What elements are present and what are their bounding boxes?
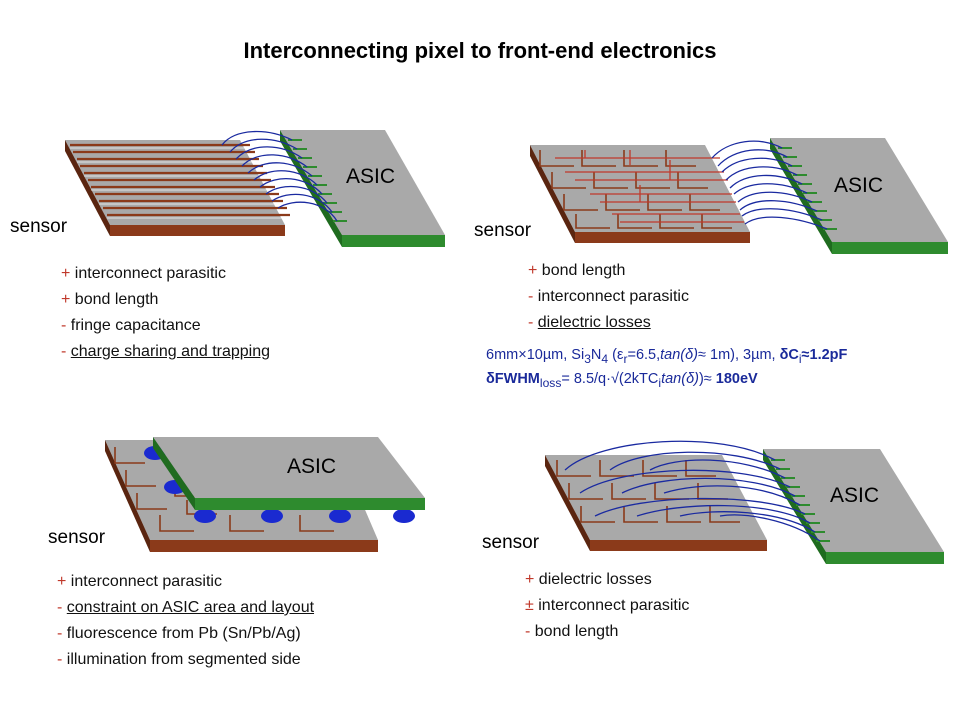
top-right-sensor-label: sensor xyxy=(474,220,532,241)
list-item: - bond length xyxy=(525,623,619,640)
capacitance-formula: 6mm×10µm, Si3N4 (εr=6.5,tan(δ)≈ 1m), 3µm… xyxy=(486,345,847,393)
bottom-left-asic xyxy=(153,437,425,510)
bottom-right-sensor-label: sensor xyxy=(482,532,540,553)
list-item: - dielectric losses xyxy=(528,314,651,331)
list-item: - interconnect parasitic xyxy=(528,288,689,305)
list-item: + interconnect parasitic xyxy=(57,573,222,590)
bottom-right-bond-wires xyxy=(564,440,821,542)
bottom-left-asic-label: ASIC xyxy=(287,455,337,478)
bottom-right-sensor xyxy=(545,455,767,551)
bump-bonds xyxy=(144,446,415,523)
formula-line-1: 6mm×10µm, Si3N4 (εr=6.5,tan(δ)≈ 1m), 3µm… xyxy=(486,347,848,366)
list-item: + bond length xyxy=(528,262,626,279)
top-left-sensor-label: sensor xyxy=(10,216,68,237)
formula-line-2: δFWHMloss= 8.5/q·√(2kTCitan(δ))≈ 180eV xyxy=(486,370,758,390)
list-item: + interconnect parasitic xyxy=(61,265,226,282)
list-item: ± interconnect parasitic xyxy=(525,597,690,614)
top-left-bond-wires xyxy=(221,130,338,222)
list-item: - fluorescence from Pb (Sn/Pb/Ag) xyxy=(57,625,301,642)
bottom-left-list: + interconnect parasitic - constraint on… xyxy=(57,569,314,673)
bottom-right-list: + dielectric losses ± interconnect paras… xyxy=(525,567,689,645)
routing-traces xyxy=(555,150,744,223)
pixel-pads xyxy=(539,150,732,229)
list-item: - illumination from segmented side xyxy=(57,651,301,668)
list-item: + bond length xyxy=(61,291,159,308)
asic-bond-pads xyxy=(288,139,347,222)
list-item: + dielectric losses xyxy=(525,571,652,588)
top-left-list: + interconnect parasitic + bond length -… xyxy=(61,261,270,365)
list-item: - charge sharing and trapping xyxy=(61,343,271,360)
top-right-bond-wires xyxy=(711,140,828,230)
bottom-right-asic-label: ASIC xyxy=(830,484,880,507)
bottom-left-sensor-label: sensor xyxy=(48,527,106,548)
list-item: - fringe capacitance xyxy=(61,317,201,334)
top-right-asic-label: ASIC xyxy=(834,174,884,197)
top-right-list: + bond length - interconnect parasitic -… xyxy=(528,258,689,336)
strip-electrodes xyxy=(70,143,290,217)
top-right-sensor xyxy=(530,145,750,243)
top-left-asic-label: ASIC xyxy=(346,165,396,188)
list-item: - constraint on ASIC area and layout xyxy=(57,599,315,616)
top-left-sensor xyxy=(65,140,290,236)
slide-title: Interconnecting pixel to front-end elect… xyxy=(243,38,717,63)
